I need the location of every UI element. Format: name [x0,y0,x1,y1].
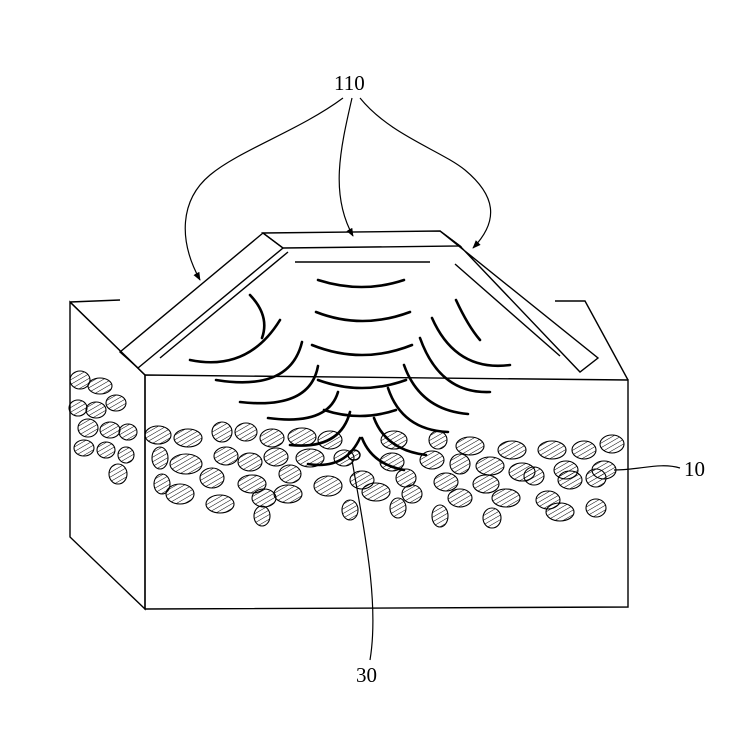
tissue-cell [585,468,607,488]
tissue-cell [341,499,359,521]
tissue-cell [491,488,521,508]
transducer-left-inner [159,251,289,359]
tissue-cell [380,430,408,450]
wavefront-left-2 [188,318,282,364]
tissue-cell [69,370,91,390]
tissue-cell [472,474,500,494]
tissue-cell [571,440,597,460]
tissue-cell [213,446,239,466]
tissue-cell [537,440,567,460]
tissue-cell [585,498,607,518]
tissue-cell [389,497,407,519]
leader-lines [184,97,681,661]
wavefront-left-4 [238,364,320,405]
tissue-cell [278,464,302,484]
tissue-cell [165,483,195,505]
tissue-cell [263,447,289,467]
wavefront-right-2 [430,316,512,368]
wavefront-left-1 [248,293,266,340]
wavefront-right-4 [402,363,470,416]
tissue-cell [361,482,391,502]
tissue-cell [428,430,448,450]
tissue-cell [205,494,235,514]
tissue-cell [73,439,95,457]
label-10: 10 [684,457,705,481]
wavefront-right-7 [360,436,406,472]
wavefront-right-5 [386,386,450,434]
tissue-cell [447,488,473,508]
wavefront-left-5 [266,390,340,421]
wavefront-top-5 [322,408,398,418]
wavefront-top-1 [316,278,406,289]
block-top-edge-left [69,299,121,303]
tissue-cell [105,394,127,412]
tissue-cell [475,456,505,476]
leader-10 [613,465,681,471]
label-30: 30 [356,663,377,687]
wavefront-top-4 [316,378,408,390]
wavefront-left-6 [288,410,352,447]
tissue-cell [151,446,169,470]
leader-110-right [359,97,492,249]
wavefront-right-3 [418,336,492,394]
transducer-array [118,230,600,373]
tissue-cell [237,474,267,494]
tissue-cell [523,466,545,486]
tissue-cell [173,428,203,448]
tissue-cell [199,467,225,489]
tissue-cell [117,446,135,464]
tissue-cell [455,436,485,456]
wavefront-top-2 [314,310,412,323]
tissue-cell [259,428,285,448]
tissue-cell [237,452,263,472]
tissue-cell [557,470,583,490]
tissue-cell [77,418,99,438]
tissue-cell [599,434,625,454]
tissue-cell [395,468,417,488]
tissue-cell [497,440,527,460]
tissue-cell [234,422,258,442]
tissue-cell [482,507,502,529]
tissue-cell [401,484,423,504]
tissue-cell [118,423,138,441]
transducer-left [118,232,285,369]
label-110: 110 [334,71,365,95]
tissue-cell [211,421,233,443]
leader-110-left [184,97,344,281]
tissue-cell [108,463,128,485]
tissue-cell [87,377,113,395]
wavefronts [188,278,512,472]
tissue-block [69,299,629,611]
tissue-cell [144,425,172,445]
tissue-cell [169,453,203,475]
tissue-cell [253,505,271,527]
transducer-right-inner [454,263,561,357]
wavefront-top-3 [310,343,414,357]
wavefront-left-3 [214,340,304,384]
tissue-cell [449,453,471,475]
transducer-right [439,230,600,373]
transducer-top [260,230,463,249]
tissue-cell [68,399,88,417]
tissue-cell [287,427,317,447]
tissue-cell [85,401,107,419]
tissue-cell [431,504,449,528]
block-top-edge-right [555,300,629,381]
tissue-cell [433,472,459,492]
tissue-cell [251,488,277,508]
leader-110-middle [338,97,354,237]
tissue-cell [153,473,171,495]
tissue-cell [313,475,343,497]
wavefront-left-7 [306,436,362,467]
tissue-cell [96,441,116,459]
leader-30 [351,459,374,661]
wavefront-right-1 [454,298,482,342]
tissue-cell [545,502,575,522]
wavefront-right-6 [372,416,428,457]
tissue-cell [295,448,325,468]
tissue-cells [68,370,625,529]
tissue-cell [99,421,121,439]
tissue-cell [273,484,303,504]
